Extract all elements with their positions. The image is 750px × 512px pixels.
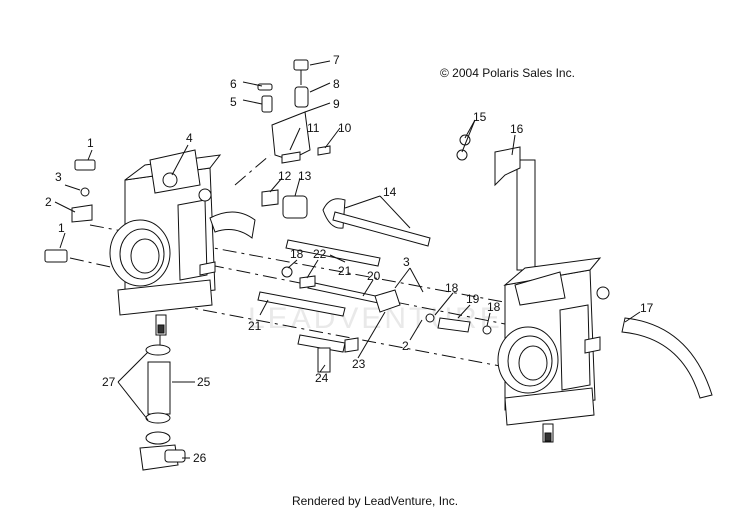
callout-7: 7 (333, 53, 340, 67)
callout-3b: 3 (403, 255, 410, 269)
left-hardware (44, 159, 96, 263)
callout-16: 16 (510, 122, 524, 136)
callout-2b: 2 (402, 339, 409, 353)
callout-13: 13 (298, 169, 312, 183)
callout-18a: 18 (290, 247, 304, 261)
callout-18b: 18 (445, 281, 459, 295)
assembly-centerlines (69, 154, 536, 367)
callout-1a: 1 (87, 136, 94, 150)
vent-tube-left (209, 211, 256, 239)
callout-19: 19 (466, 292, 480, 306)
callout-14: 14 (383, 185, 397, 199)
callout-10: 10 (338, 121, 352, 135)
callout-9: 9 (333, 97, 340, 111)
callout-6: 6 (230, 77, 237, 91)
footer-credit: Rendered by LeadVenture, Inc. (291, 494, 459, 508)
callout-5: 5 (230, 95, 237, 109)
callout-8: 8 (333, 77, 340, 91)
right-carburetor (497, 257, 610, 443)
callout-23: 23 (352, 357, 366, 371)
callout-20: 20 (367, 269, 381, 283)
callout-15: 15 (473, 110, 487, 124)
callout-3a: 3 (55, 170, 62, 184)
fuel-hose-right (621, 317, 713, 399)
callout-12: 12 (278, 169, 292, 183)
drain-tube-assembly (139, 344, 186, 471)
callout-4: 4 (186, 131, 193, 145)
left-carburetor (109, 149, 222, 336)
callout-22: 22 (313, 247, 327, 261)
callout-21b: 21 (248, 319, 262, 333)
throttle-linkage (257, 189, 492, 373)
callout-11: 11 (307, 121, 320, 135)
callout-leaders (54, 60, 641, 459)
callout-27: 27 (102, 375, 116, 389)
bracket-assembly (257, 59, 521, 187)
callout-18c: 18 (487, 300, 501, 314)
callout-25: 25 (197, 375, 211, 389)
callout-17: 17 (640, 301, 654, 315)
callout-24: 24 (315, 371, 329, 385)
callout-26: 26 (193, 451, 207, 465)
copyright-notice: © 2004 Polaris Sales Inc. (440, 66, 575, 80)
callout-2a: 2 (45, 195, 52, 209)
callout-labels: 1 3 2 1 4 6 5 7 8 9 11 10 12 13 14 15 16… (45, 53, 654, 465)
callout-21a: 21 (338, 264, 352, 278)
callout-1b: 1 (58, 221, 65, 235)
